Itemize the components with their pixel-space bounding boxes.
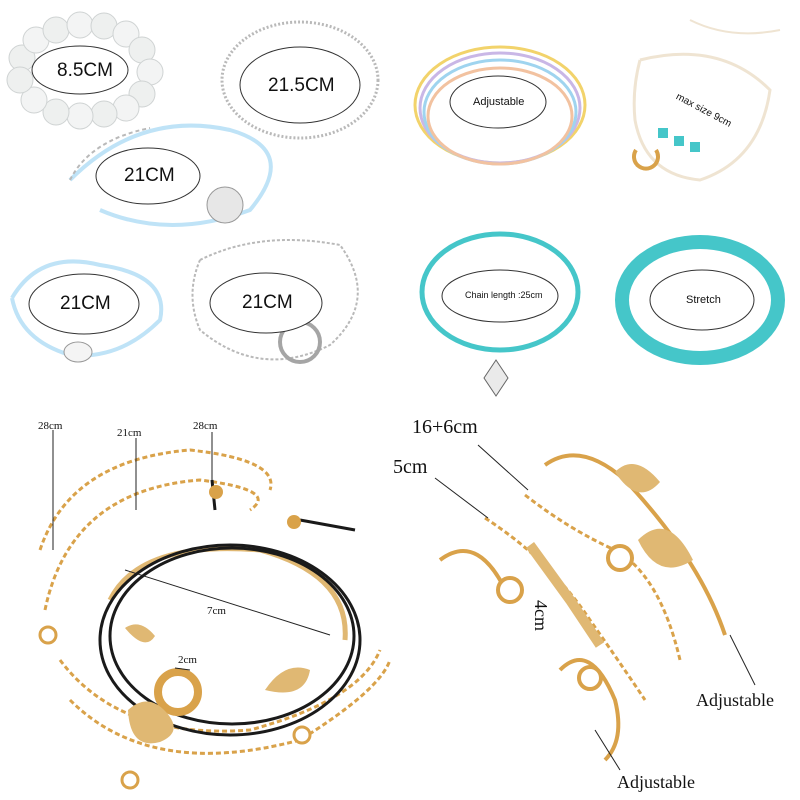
blue-cord-stone-bracelet [10, 259, 164, 363]
ball-chain-bracelet [220, 20, 380, 140]
long-chain-a-size: 28cm [38, 420, 63, 432]
circle-chain-size-label: 21CM [242, 292, 293, 313]
cuff-opening-size: 5cm [393, 456, 428, 478]
ball-chain-size-label: 21.5CM [268, 75, 335, 96]
crystal-cuff-label: Adjustable [617, 772, 695, 792]
chain-mid-size: 21cm [117, 427, 142, 439]
leaf-chain-bracelet [484, 516, 647, 701]
crystal-chain-bracelet [524, 493, 682, 661]
white-bead-bracelet [6, 11, 164, 130]
braided-leaf-label: Chain length :25cm [465, 290, 543, 300]
top-left-panel: 8.5CM 21.5CM 21CM 21CM 21CM [0, 0, 400, 400]
leaf-length-size: 4cm [531, 600, 551, 631]
long-chain-b-size: 28cm [193, 420, 218, 432]
charm-width-size: 2cm [178, 654, 197, 666]
turquoise-beads-label: Stretch [686, 294, 721, 306]
feather-cuff [543, 453, 727, 636]
feather-cuff-label: Adjustable [696, 690, 774, 710]
chain-total-size: 16+6cm [412, 416, 478, 438]
gold-cuff-set-illustration [434, 444, 756, 771]
beads-size-label: 8.5CM [57, 60, 113, 81]
bottom-left-panel: 28cm 21cm 28cm 7cm 2cm [0, 400, 400, 800]
circle-chain-bracelet [191, 239, 359, 364]
gold-chain-layers [38, 448, 392, 790]
black-cord-bracelet [98, 479, 362, 737]
turquoise-bead-bracelet [615, 235, 785, 365]
measurement-lines [434, 444, 756, 771]
blue-cord-lotus-bracelet [68, 123, 273, 227]
colorful-cord-bracelet [413, 45, 587, 166]
cuff-width-size: 7cm [207, 605, 226, 617]
top-right-panel: Adjustable max size 9cm Chain length :25… [400, 0, 800, 400]
measurement-lines [52, 430, 331, 671]
bottom-right-panel: 16+6cm 5cm 4cm Adjustable Adjustable [393, 400, 800, 800]
crystal-cuffs [438, 549, 621, 762]
colorful-cord-label: Adjustable [473, 96, 525, 108]
braided-leaf-anklet [419, 231, 581, 397]
silver-bracelets-illustration [6, 11, 380, 364]
cream-cord-bracelet [632, 19, 781, 182]
gold-chain-set-illustration [38, 430, 392, 790]
gold-charms [125, 624, 310, 744]
blue-cord-stone-size-label: 21CM [60, 293, 111, 314]
cord-bracelets-illustration [413, 19, 785, 397]
gold-cuff [107, 546, 348, 641]
blue-cord-lotus-size-label: 21CM [124, 165, 175, 186]
